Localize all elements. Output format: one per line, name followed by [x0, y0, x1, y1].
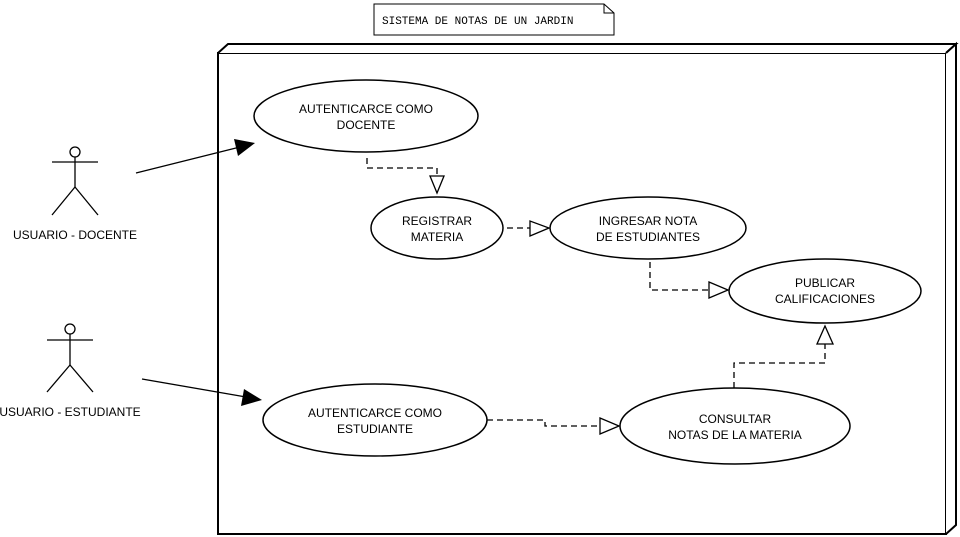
actor-estudiante-label: USUARIO - ESTUDIANTE: [0, 405, 141, 419]
use-case-ingresar-line1: INGRESAR NOTA: [599, 214, 697, 228]
use-case-auth-estudiante-line2: ESTUDIANTE: [337, 422, 413, 436]
actor-docente-label: USUARIO - DOCENTE: [13, 228, 137, 242]
use-case-consultar-line1: CONSULTAR: [699, 412, 772, 426]
use-case-registrar-line1: REGISTRAR: [402, 214, 472, 228]
use-case-publicar-line2: CALIFICACIONES: [775, 292, 875, 306]
use-case-auth-estudiante[interactable]: AUTENTICARCE COMO ESTUDIANTE: [262, 383, 488, 457]
use-case-auth-docente-line1: AUTENTICARCE COMO: [299, 102, 433, 116]
dependency-auth-registrar: [366, 158, 445, 195]
use-case-consultar[interactable]: CONSULTAR NOTAS DE LA MATERIA: [619, 387, 851, 465]
use-case-auth-docente[interactable]: AUTENTICARCE COMO DOCENTE: [253, 79, 479, 153]
dependency-authest-consultar: [487, 417, 621, 435]
association-docente: [135, 139, 255, 174]
use-case-auth-docente-line2: DOCENTE: [337, 118, 396, 132]
use-case-registrar-line2: MATERIA: [411, 230, 463, 244]
note-title: SISTEMA DE NOTAS DE UN JARDIN: [382, 16, 573, 28]
actor-estudiante[interactable]: [46, 323, 94, 393]
association-estudiante: [141, 378, 262, 406]
use-case-consultar-line2: NOTAS DE LA MATERIA: [668, 428, 802, 442]
use-case-registrar[interactable]: REGISTRAR MATERIA: [370, 196, 504, 260]
use-case-publicar-line1: PUBLICAR: [795, 276, 855, 290]
use-case-ingresar-line2: DE ESTUDIANTES: [596, 230, 700, 244]
system-note: SISTEMA DE NOTAS DE UN JARDIN: [373, 3, 615, 36]
use-case-publicar[interactable]: PUBLICAR CALIFICACIONES: [728, 258, 922, 324]
use-case-ingresar[interactable]: INGRESAR NOTA DE ESTUDIANTES: [549, 196, 747, 260]
dependency-ingresar-publicar: [649, 262, 730, 299]
use-case-auth-estudiante-line1: AUTENTICARCE COMO: [308, 406, 442, 420]
dependency-consultar-publicar: [733, 324, 835, 388]
dependency-registrar-ingresar: [507, 220, 551, 237]
actor-docente[interactable]: [51, 146, 99, 216]
